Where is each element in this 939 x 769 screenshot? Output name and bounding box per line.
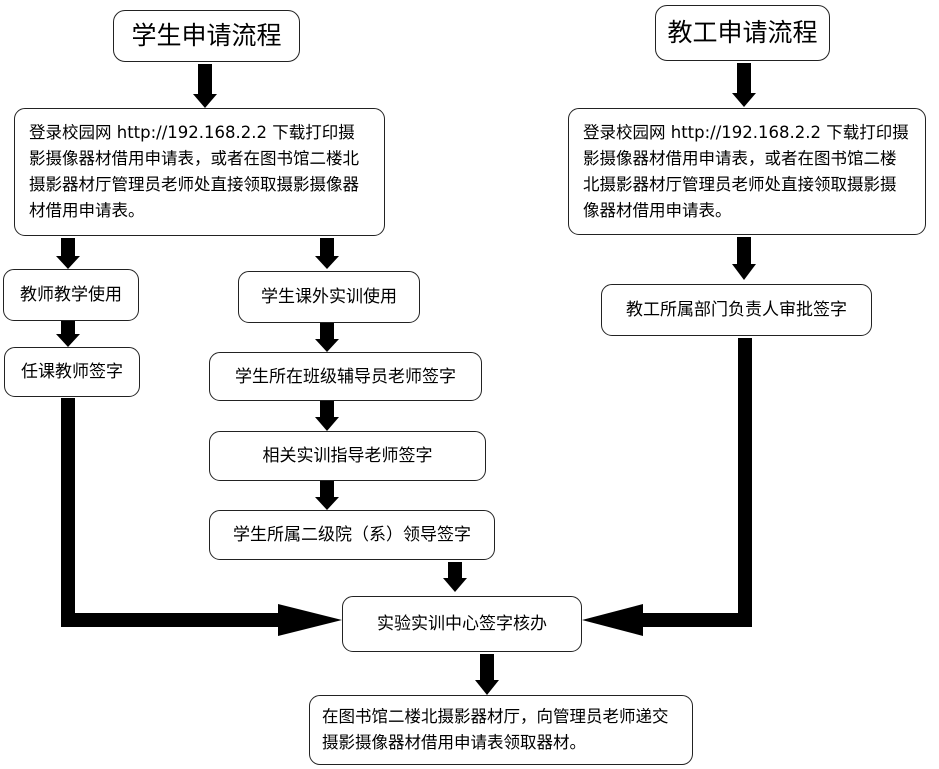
arrow-down — [732, 237, 756, 280]
counselor-sign-box: 学生所在班级辅导员老师签字 — [209, 352, 482, 401]
staff-login-text: 登录校园网 http://192.168.2.2 下载打印摄影摄像器材借用申请表… — [583, 122, 909, 220]
staff-process-title: 教工申请流程 — [655, 5, 830, 61]
arrow-down — [475, 654, 499, 695]
student-login-text: 登录校园网 http://192.168.2.2 下载打印摄影摄像器材借用申请表… — [29, 123, 359, 220]
student-process-title-text: 学生申请流程 — [131, 21, 282, 50]
arrow-down — [315, 481, 339, 510]
teaching-use-box: 教师教学使用 — [3, 269, 139, 321]
arrow-down — [443, 562, 467, 592]
arrow-down — [56, 238, 80, 269]
college-leader-sign-text: 学生所属二级院（系）领导签字 — [233, 525, 471, 545]
final-step-box: 在图书馆二楼北摄影器材厅，向管理员老师递交摄影摄像器材借用申请表领取器材。 — [309, 695, 693, 765]
staff-process-title-text: 教工申请流程 — [667, 18, 818, 47]
final-step-text: 在图书馆二楼北摄影器材厅，向管理员老师递交摄影摄像器材借用申请表领取器材。 — [322, 707, 669, 752]
course-teacher-sign-box: 任课教师签字 — [4, 347, 140, 397]
training-instructor-sign-box: 相关实训指导老师签字 — [209, 431, 486, 481]
course-teacher-sign-text: 任课教师签字 — [21, 362, 123, 382]
arrow-down — [315, 401, 339, 431]
arrow-down — [315, 238, 339, 269]
arrow-down — [315, 323, 339, 352]
student-training-use-text: 学生课外实训使用 — [261, 287, 397, 307]
center-sign-text: 实验实训中心签字核办 — [377, 614, 547, 634]
arrow-down — [193, 64, 217, 108]
center-sign-box: 实验实训中心签字核办 — [342, 596, 582, 652]
arrow-down — [56, 321, 80, 347]
student-process-title: 学生申请流程 — [113, 10, 300, 62]
counselor-sign-text: 学生所在班级辅导员老师签字 — [235, 366, 456, 387]
arrow-down — [732, 63, 756, 107]
training-instructor-sign-text: 相关实训指导老师签字 — [262, 446, 433, 466]
teaching-use-text: 教师教学使用 — [20, 285, 122, 305]
staff-login-box: 登录校园网 http://192.168.2.2 下载打印摄影摄像器材借用申请表… — [568, 108, 926, 235]
dept-head-sign-box: 教工所属部门负责人审批签字 — [601, 284, 872, 336]
dept-head-sign-text: 教工所属部门负责人审批签字 — [626, 300, 847, 320]
arrow-left-branch — [61, 398, 342, 636]
college-leader-sign-box: 学生所属二级院（系）领导签字 — [209, 510, 495, 560]
student-training-use-box: 学生课外实训使用 — [238, 271, 420, 323]
student-login-box: 登录校园网 http://192.168.2.2 下载打印摄影摄像器材借用申请表… — [14, 108, 385, 236]
arrow-right-branch — [582, 338, 752, 636]
